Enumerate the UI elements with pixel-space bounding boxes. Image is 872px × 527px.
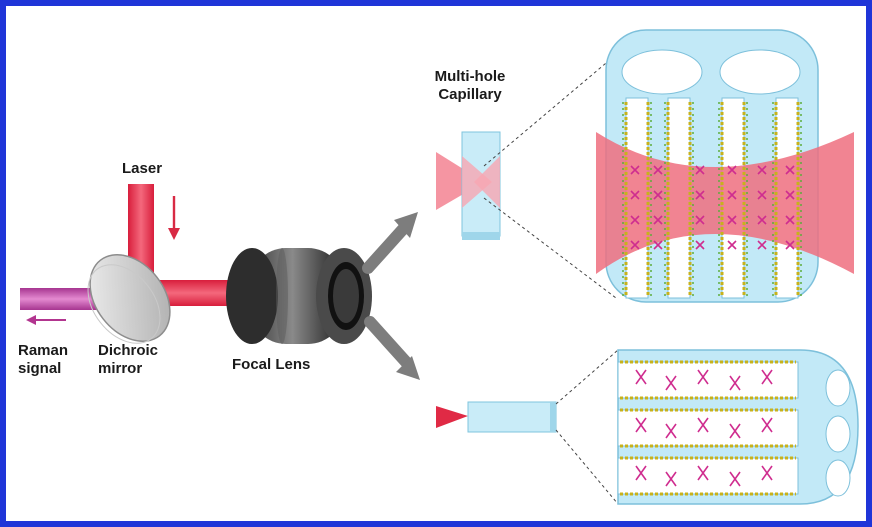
dichroic-mirror-label: Dichroic mirror xyxy=(98,342,158,378)
arrow-down-right xyxy=(364,316,420,380)
single-capillary-small xyxy=(436,401,557,433)
dichroic-mirror xyxy=(87,254,171,344)
multi-hole-capillary-label: Multi-hole Capillary xyxy=(420,68,520,104)
focal-lens xyxy=(226,248,372,344)
focal-lens-label: Focal Lens xyxy=(232,356,311,373)
capillary-label-line1: Multi-hole xyxy=(434,68,506,85)
raman-setup-diagram xyxy=(20,29,859,505)
capillary-cross-section-top xyxy=(596,29,854,303)
zoom-lines xyxy=(483,57,619,505)
laser-arrow-head xyxy=(168,228,180,240)
raman-label-line2: signal xyxy=(18,360,62,377)
capillary-cross-section-bottom xyxy=(617,349,859,505)
raman-arrow-head xyxy=(26,315,36,325)
dichroic-label-line1: Dichroic xyxy=(98,342,159,359)
raman-signal-label: Raman signal xyxy=(18,342,68,378)
dichroic-label-line2: mirror xyxy=(98,360,143,377)
capillary-label-line2: Capillary xyxy=(438,86,502,103)
laser-label: Laser xyxy=(122,160,163,177)
arrow-up-right xyxy=(362,212,418,274)
raman-label-line1: Raman xyxy=(18,342,69,359)
multi-hole-capillary-small xyxy=(436,131,501,240)
